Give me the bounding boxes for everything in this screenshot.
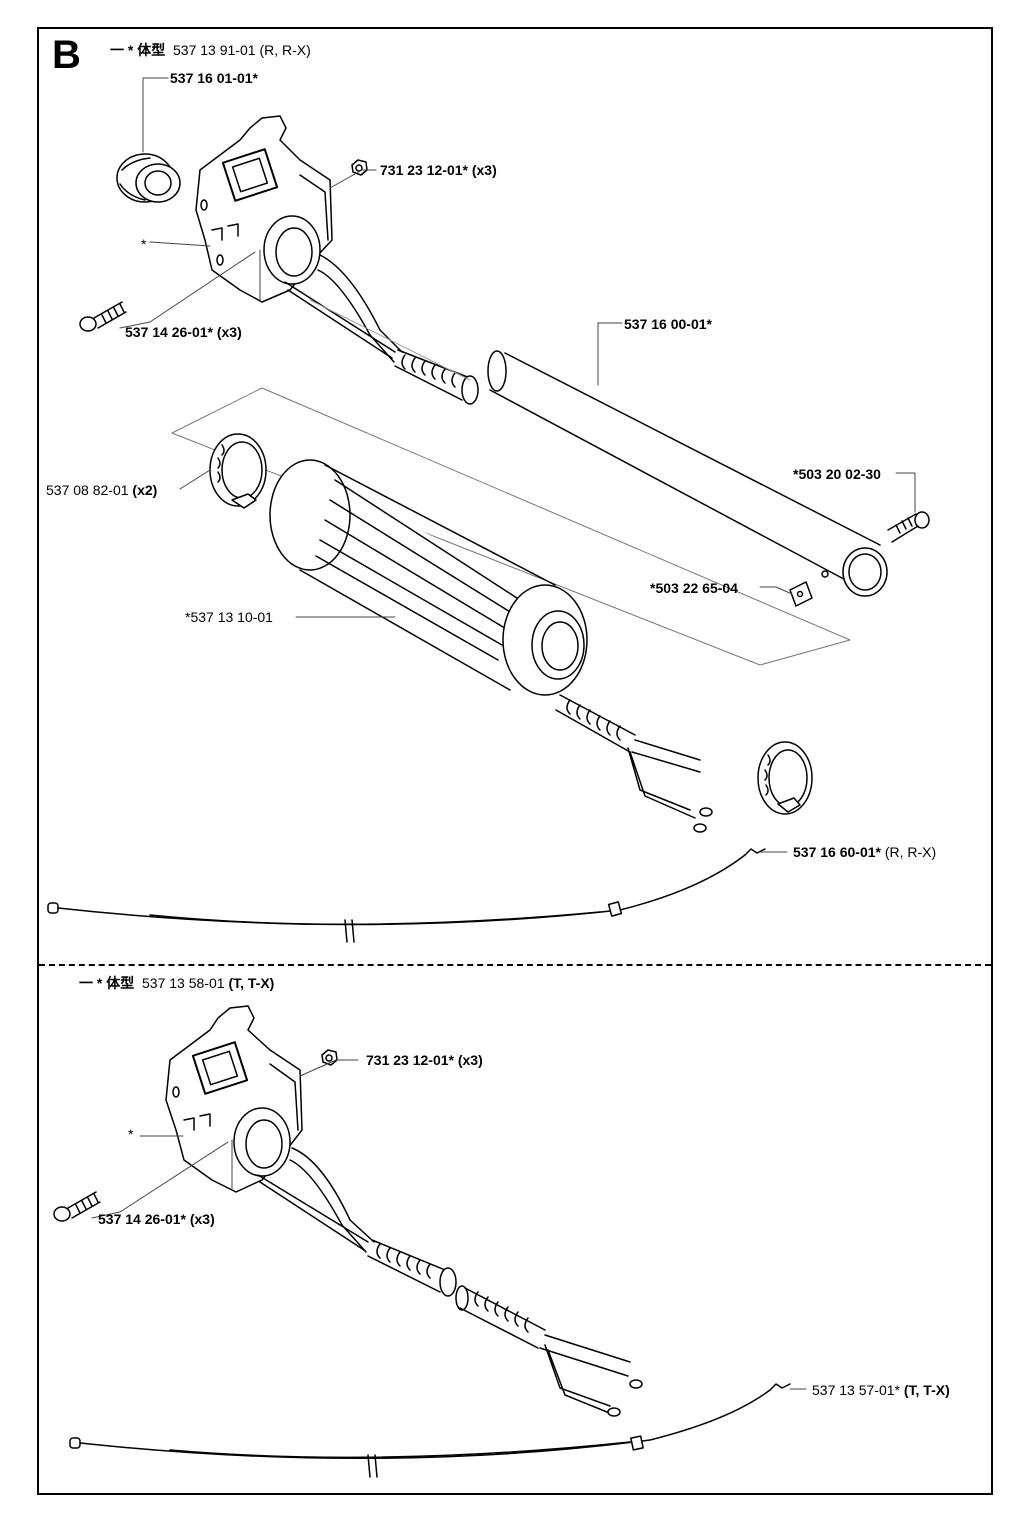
label-screw-lower: 537 14 26-01* (x3) — [98, 1211, 215, 1227]
label-cable-upper-var: (R, R-X) — [884, 844, 937, 860]
section-divider — [39, 964, 991, 966]
lower-header-part: 537 13 58-01 — [142, 975, 225, 991]
switch-housing — [195, 115, 333, 303]
grip-handle — [269, 459, 588, 696]
lower-header: 一 * 体型 537 13 58-01 (T, T-X) — [79, 975, 274, 991]
label-clamp-ring: 537 08 82-01 (x2) — [46, 482, 157, 498]
label-tube-screw: *503 20 02-30 — [793, 466, 881, 482]
tube-part — [487, 350, 888, 597]
square-nut-part — [789, 581, 813, 607]
screw-part-lower — [53, 1191, 101, 1222]
throttle-cable-lower — [69, 1383, 791, 1478]
label-housing-star-lower: * — [128, 1126, 134, 1142]
label-housing-star: * — [141, 236, 147, 252]
label-nut: 731 23 12-01* (x3) — [380, 162, 497, 178]
label-square-nut: *503 22 65-04 — [650, 580, 738, 596]
cable-bundle-lower — [257, 1147, 457, 1297]
throttle-cable-upper — [47, 848, 766, 943]
upper-header-dash: 一 — [110, 42, 124, 58]
label-clamp-ring-qty: (x2) — [132, 482, 158, 498]
screw-part — [79, 301, 127, 332]
upper-header-variant: (R, R-X) — [259, 42, 311, 58]
cable-bundle — [284, 254, 479, 405]
clamp-ring-right — [757, 741, 813, 815]
upper-assembly — [47, 115, 930, 943]
clamp-ring-left — [209, 433, 267, 509]
label-cable-lower: 537 13 57-01* (T, T-X) — [812, 1382, 950, 1398]
grommet-part — [116, 153, 181, 203]
cable-end-coil — [555, 694, 713, 833]
label-grommet: 537 16 01-01* — [170, 70, 258, 86]
tube-screw-part — [887, 511, 930, 543]
leader-lines — [91, 77, 916, 1390]
section-letter: B — [52, 33, 81, 77]
lower-header-dash: 一 — [79, 975, 93, 991]
diagram-frame — [37, 27, 993, 1495]
label-nut-lower: 731 23 12-01* (x3) — [366, 1052, 483, 1068]
cable-end-coil-lower — [455, 1285, 643, 1417]
upper-header: 一 * 体型 537 13 91-01 (R, R-X) — [110, 42, 311, 58]
label-tube: 537 16 00-01* — [624, 316, 712, 332]
label-cable-lower-num: 537 13 57-01* — [812, 1382, 900, 1398]
label-grip: *537 13 10-01 — [185, 609, 273, 625]
switch-housing-lower — [165, 1005, 303, 1193]
label-cable-upper: 537 16 60-01* (R, R-X) — [793, 844, 936, 860]
label-cable-upper-num: 537 16 60-01* — [793, 844, 881, 860]
lower-assembly — [53, 1005, 791, 1478]
lower-header-type: * 体型 — [96, 975, 135, 991]
label-screw: 537 14 26-01* (x3) — [125, 324, 242, 340]
upper-header-type: * 体型 — [127, 42, 166, 58]
label-clamp-ring-num: 537 08 82-01 — [46, 482, 129, 498]
lower-header-variant: (T, T-X) — [228, 975, 275, 991]
upper-header-part: 537 13 91-01 — [173, 42, 256, 58]
assembly-guide-box — [171, 387, 851, 666]
nut-part — [351, 159, 368, 176]
label-cable-lower-var: (T, T-X) — [903, 1382, 950, 1398]
